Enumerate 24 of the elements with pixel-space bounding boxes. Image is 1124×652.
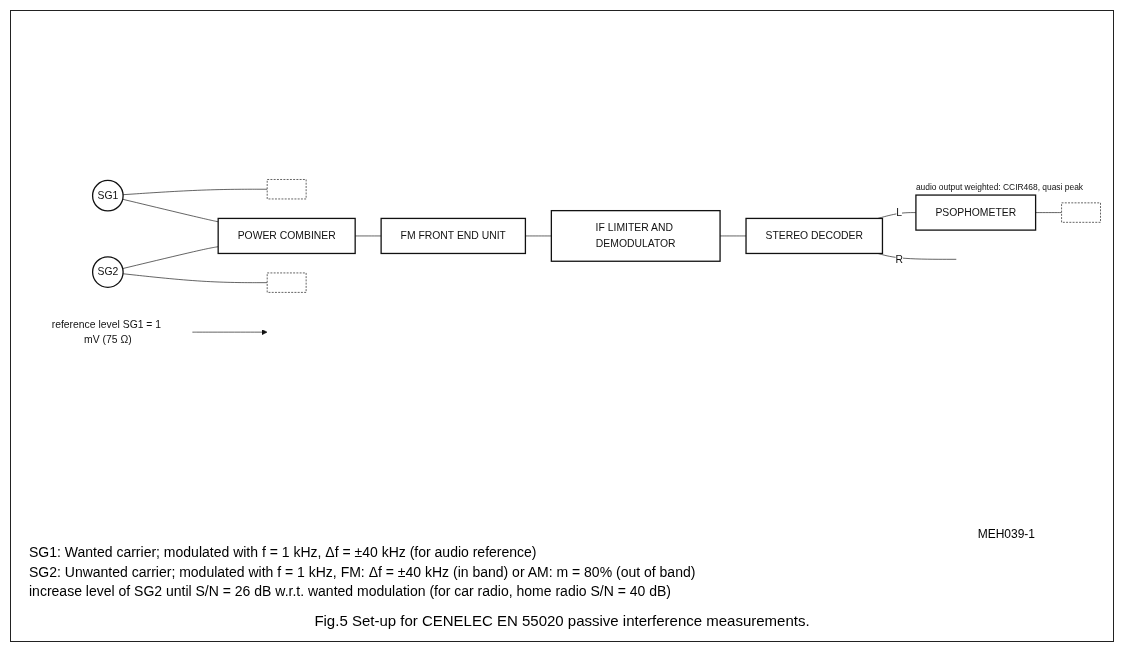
node-box: IF LIMITER AND DEMODULATOR <box>550 210 721 263</box>
node-circle: SG2 <box>91 256 124 289</box>
connector <box>122 199 219 223</box>
node-box: PSOPHOMETER <box>915 194 1037 231</box>
node-box: FM FRONT END UNIT <box>380 218 527 255</box>
node-circle: SG1 <box>91 180 124 212</box>
connector <box>122 273 268 284</box>
note-text: SG2: Unwanted carrier; modulated with f = 1 kHz, FM: Δf = ±40 kHz (in band) or AM: m = 80% (out of band) <box>29 562 697 582</box>
node-ground <box>266 179 307 200</box>
node-box: POWER COMBINER <box>217 218 356 255</box>
figure-caption: Fig.5 Set-up for CENELEC EN 55020 passive interference measurements. <box>313 611 811 631</box>
node-ground <box>1061 202 1101 223</box>
node-text: reference level SG1 = 1 mV (75 Ω) <box>51 318 162 346</box>
figure-code: MEH039-1 <box>976 526 1036 544</box>
connector <box>1035 212 1062 214</box>
note-text: SG1: Wanted carrier; modulated with f = 1 kHz, Δf = ±40 kHz (for audio reference) <box>29 543 538 563</box>
node-ground <box>266 272 307 293</box>
note-text: increase level of SG2 until S/N = 26 dB w.r.t. wanted modulation (for car radio, home radio S/N = 40 dB) <box>29 582 672 602</box>
edge-label: R <box>895 253 903 265</box>
node-box: STEREO DECODER <box>745 218 884 255</box>
annotation-text: audio output weighted: CCIR468, quasi peak <box>915 182 1084 193</box>
connector <box>122 246 219 270</box>
connector <box>525 235 552 237</box>
edge-label: L <box>896 206 903 219</box>
